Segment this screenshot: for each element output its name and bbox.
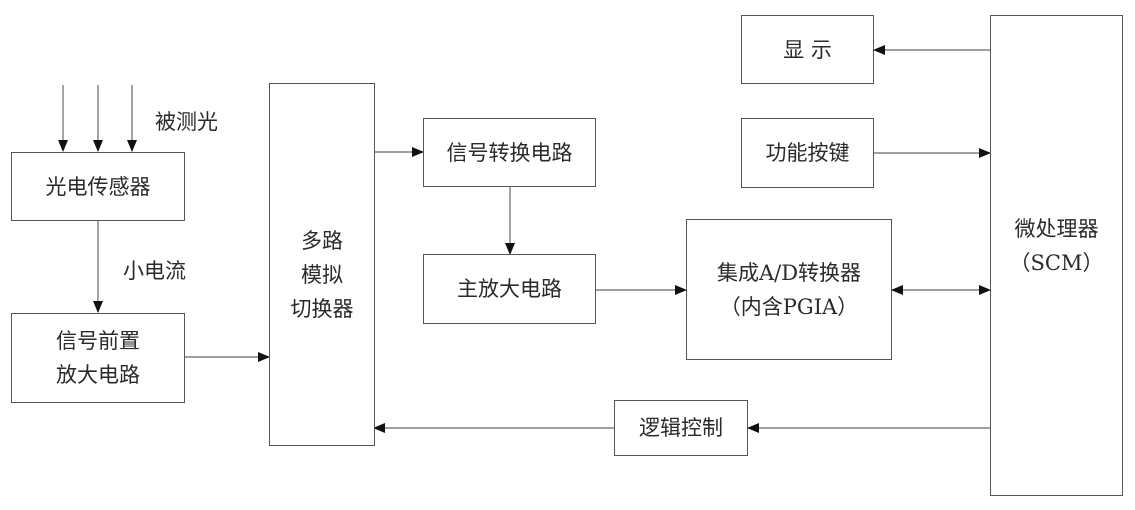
mux-label: 多路 模拟 切换器 [290,229,354,321]
photo-sensor-label: 光电传感器 [45,174,151,199]
function-keys-label: 功能按键 [765,141,850,165]
signal-convert-label: 信号转换电路 [446,140,573,165]
mcu-label: 微处理器 （SCM） [1009,216,1104,275]
preamp-label: 信号前置 放大电路 [56,329,140,387]
display-block: 显 示 [741,15,874,84]
logic-control-label: 逻辑控制 [639,416,723,440]
small-current-label: 小电流 [123,259,186,283]
function-keys-block: 功能按键 [741,118,874,188]
main-amp-label: 主放大电路 [457,277,562,301]
adc-block: 集成A/D转换器 （内含PGIA） [686,219,892,360]
logic-control-block: 逻辑控制 [614,400,748,456]
mux-block: 多路 模拟 切换器 [269,83,375,446]
photo-sensor-block: 光电传感器 [11,152,185,221]
display-label: 显 示 [783,37,832,62]
measured-light-label: 被测光 [155,110,218,134]
preamp-block: 信号前置 放大电路 [11,313,185,403]
mcu-block: 微处理器 （SCM） [990,15,1123,496]
signal-convert-block: 信号转换电路 [423,118,596,187]
main-amp-block: 主放大电路 [423,254,596,324]
adc-label: 集成A/D转换器 （内含PGIA） [716,260,862,319]
